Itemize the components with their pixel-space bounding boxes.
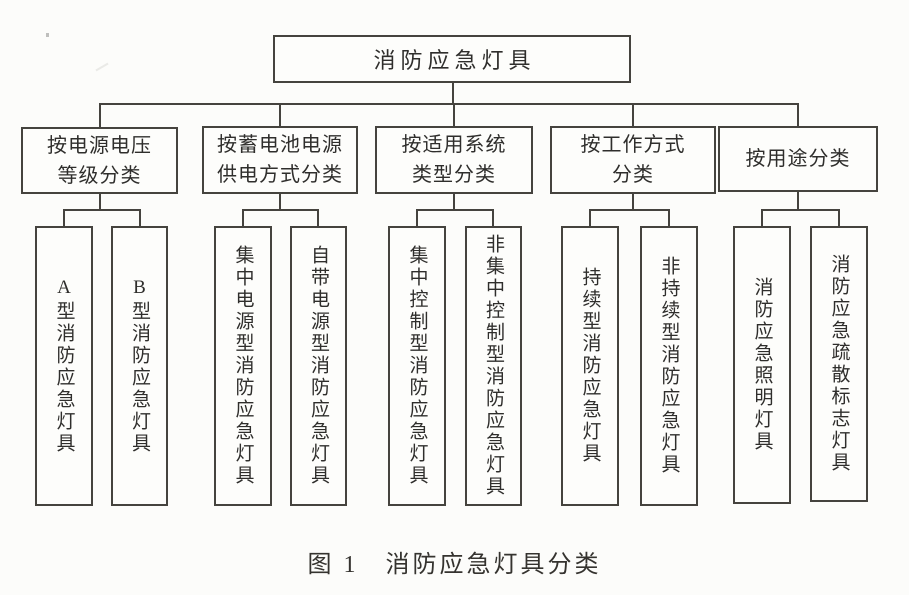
scan-artifact: [95, 62, 109, 72]
branch-node-system-type: 按适用系统 类型分类: [375, 126, 533, 194]
root-node: 消防应急灯具: [273, 35, 631, 83]
connector-line: [761, 209, 840, 211]
connector-line: [797, 103, 799, 128]
connector-line: [317, 209, 319, 226]
connector-line: [63, 209, 65, 226]
leaf-node-label: A型消防应急灯具: [53, 277, 75, 455]
leaf-node-evacuation-sign: 消防应急疏散标志灯具: [810, 226, 868, 502]
connector-line: [668, 209, 670, 226]
connector-line: [452, 83, 454, 104]
root-node-label: 消防应急灯具: [373, 48, 536, 73]
connector-line: [589, 209, 591, 226]
connector-line: [761, 209, 763, 226]
connector-line: [453, 192, 455, 211]
leaf-node-label: 持续型消防应急灯具: [579, 267, 601, 465]
connector-line: [99, 103, 799, 105]
scan-artifact: [46, 33, 49, 37]
leaf-node-type-b: B型消防应急灯具: [111, 226, 168, 506]
connector-line: [632, 192, 634, 211]
connector-line: [632, 103, 634, 128]
leaf-node-non-sustained: 非持续型消防应急灯具: [640, 226, 698, 506]
leaf-node-label: 消防应急照明灯具: [751, 277, 773, 453]
leaf-node-type-a: A型消防应急灯具: [35, 226, 93, 506]
leaf-node-sustained: 持续型消防应急灯具: [561, 226, 619, 506]
connector-line: [416, 209, 494, 211]
connector-line: [797, 191, 799, 211]
connector-line: [99, 103, 101, 128]
connector-line: [416, 209, 418, 226]
branch-node-label: 按蓄电池电源 供电方式分类: [217, 134, 343, 186]
leaf-node-label: 非集中控制型消防应急灯具: [483, 234, 504, 498]
figure-caption: 图 1 消防应急灯具分类: [307, 552, 602, 578]
connector-line: [492, 209, 494, 226]
leaf-node-non-centralized-control: 非集中控制型消防应急灯具: [465, 226, 522, 506]
connector-line: [279, 192, 281, 211]
branch-node-label: 按适用系统 类型分类: [401, 134, 507, 186]
branch-node-battery-supply: 按蓄电池电源 供电方式分类: [202, 126, 358, 194]
branch-node-label: 按电源电压 等级分类: [47, 134, 152, 187]
connector-line: [453, 103, 455, 128]
branch-node-working-mode: 按工作方式 分类: [550, 126, 716, 194]
connector-line: [99, 192, 101, 211]
connector-line: [838, 209, 840, 226]
branch-node-purpose: 按用途分类: [718, 126, 878, 192]
branch-node-power-voltage: 按电源电压 等级分类: [21, 127, 178, 194]
connector-line: [589, 209, 670, 211]
leaf-node-label: 消防应急疏散标志灯具: [828, 254, 850, 474]
branch-node-label: 按用途分类: [745, 148, 851, 170]
leaf-node-illumination: 消防应急照明灯具: [733, 226, 791, 504]
leaf-node-centralized-control: 集中控制型消防应急灯具: [388, 226, 446, 506]
leaf-node-label: 非持续型消防应急灯具: [658, 256, 680, 476]
connector-line: [139, 209, 141, 226]
connector-line: [279, 103, 281, 128]
leaf-node-centralized-power: 集中电源型消防应急灯具: [214, 226, 272, 506]
leaf-node-self-contained-power: 自带电源型消防应急灯具: [290, 226, 347, 506]
connector-line: [242, 209, 319, 211]
leaf-node-label: 集中控制型消防应急灯具: [406, 245, 428, 487]
connector-line: [242, 209, 244, 226]
leaf-node-label: B型消防应急灯具: [129, 277, 150, 455]
connector-line: [63, 209, 141, 211]
leaf-node-label: 自带电源型消防应急灯具: [308, 245, 329, 487]
leaf-node-label: 集中电源型消防应急灯具: [232, 245, 254, 487]
branch-node-label: 按工作方式 分类: [580, 134, 686, 186]
